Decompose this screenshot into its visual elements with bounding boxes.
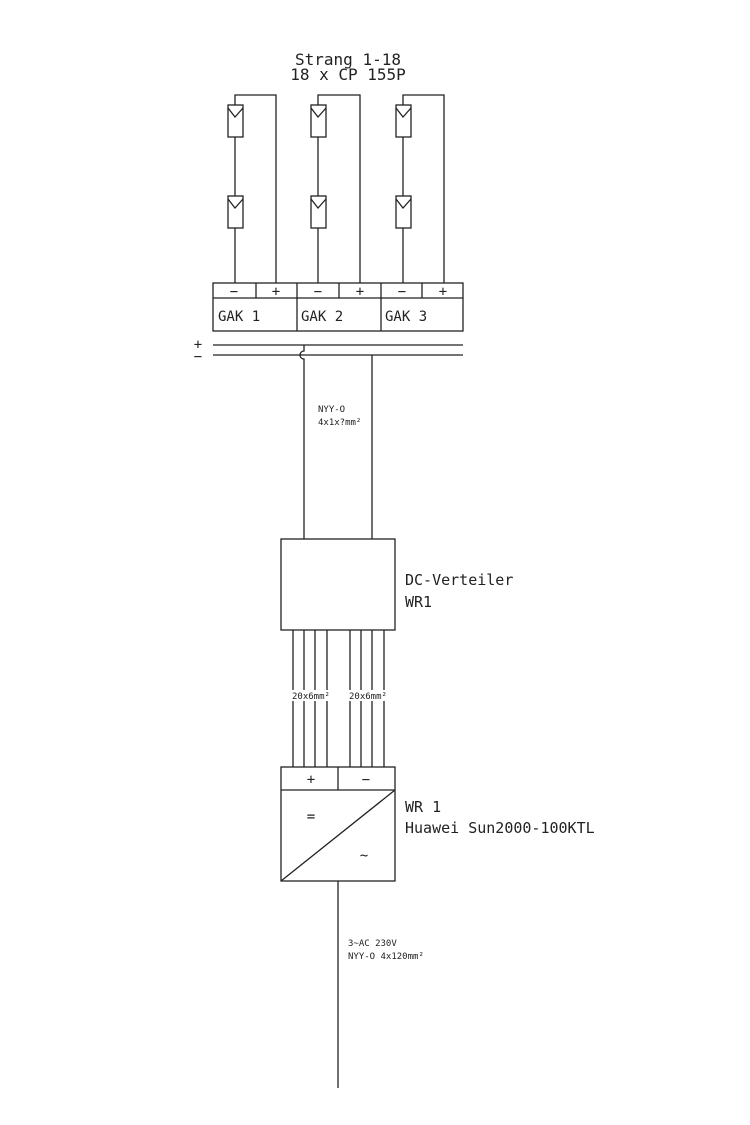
gak3-label: GAK 3 (385, 309, 427, 325)
gak2-plus: + (356, 284, 364, 300)
gak2-label: GAK 2 (301, 309, 343, 325)
bus-plus-label: + (194, 337, 202, 353)
dc-distributor-sublabel: WR1 (405, 593, 432, 611)
inverter-minus: − (362, 772, 370, 788)
inverter-label: WR 1 (405, 798, 441, 816)
ac-cable-type: NYY-O 4x120mm² (348, 952, 424, 962)
string-cables: 20x6mm² 20x6mm² (289, 630, 391, 767)
pv-string-1 (227, 94, 277, 283)
ac-symbol: ~ (360, 848, 368, 864)
dc-cable-size: 4x1x?mm² (318, 418, 361, 428)
gak1-plus: + (272, 284, 280, 300)
inverter-model: Huawei Sun2000-100KTL (405, 819, 595, 837)
dc-symbol: = (307, 809, 315, 825)
gak1-minus: − (230, 284, 238, 300)
dc-distributor-box (280, 538, 396, 631)
pv-string-3 (395, 94, 445, 283)
inverter-symbol: + − = ~ (280, 766, 396, 882)
gak1-label: GAK 1 (218, 309, 260, 325)
string-cable-label-minus: 20x6mm² (349, 692, 387, 702)
bus-minus-label: − (194, 349, 202, 365)
gak3-plus: + (439, 284, 447, 300)
inverter-plus: + (307, 772, 315, 788)
pv-string-2 (310, 94, 361, 283)
dc-cable-type: NYY-O (318, 405, 345, 415)
ac-cable-voltage: 3~AC 230V (348, 939, 397, 949)
dc-bus: + − (194, 337, 463, 539)
gak2-minus: − (314, 284, 322, 300)
string-cable-label-plus: 20x6mm² (292, 692, 330, 702)
title-line2: 18 x CP 155P (290, 65, 406, 84)
title-line1: Strang 1-18 (295, 50, 401, 69)
gak3-minus: − (398, 284, 406, 300)
dc-distributor-label: DC-Verteiler (405, 571, 513, 589)
generator-junction-boxes: − + − + − + GAK 1 GAK 2 GAK 3 (212, 282, 464, 332)
